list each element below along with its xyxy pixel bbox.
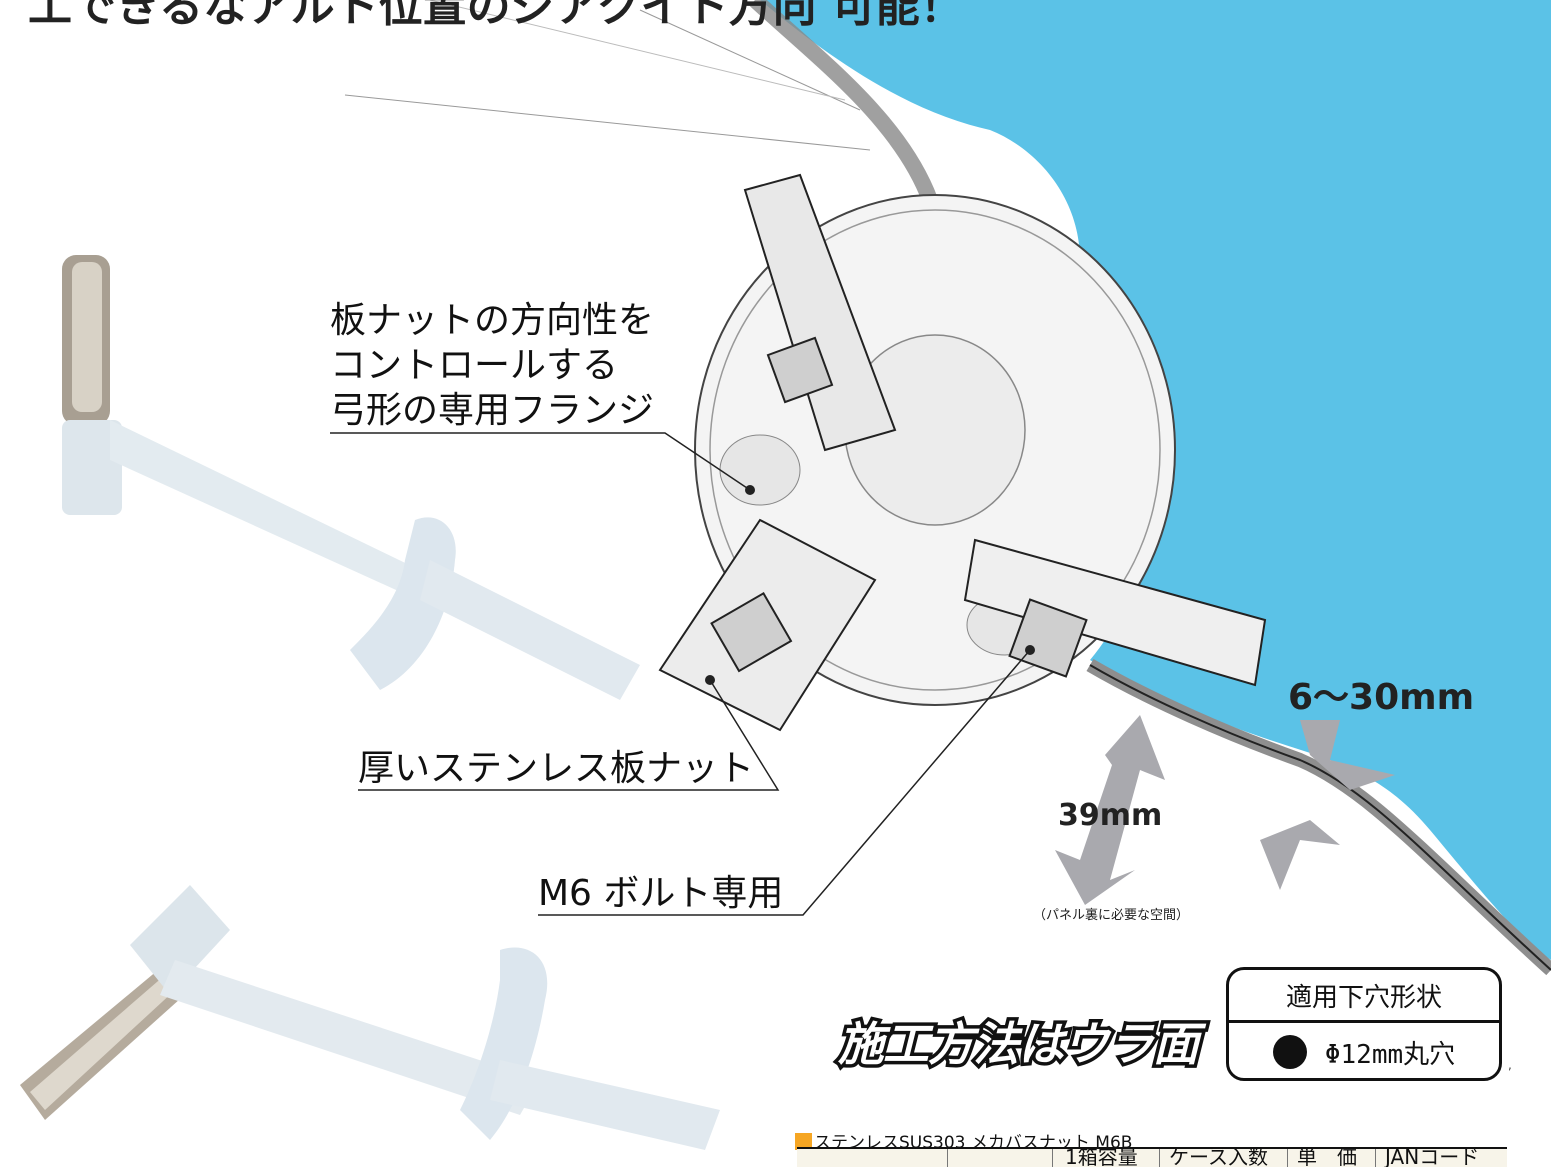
spec-table: 1箱容量 ケース入数 単 価 JANコード [797, 1147, 1507, 1167]
orange-square-icon [795, 1133, 812, 1150]
hole-shape-box: 適用下穴形状 Φ12mm丸穴 [1226, 967, 1502, 1081]
depth-arrow [1055, 715, 1165, 905]
thickness-arrow-top [1300, 720, 1395, 790]
bolt-leader [538, 649, 1031, 916]
table-divider [1375, 1149, 1376, 1167]
comma-mark: , [1508, 1058, 1512, 1072]
table-header-unit-price: 単 価 [1297, 1147, 1357, 1167]
panel-shape [760, 0, 1551, 960]
thickness-arrow-bottom [1260, 820, 1340, 890]
table-header-capacity: 1箱容量 [1065, 1147, 1138, 1167]
table-divider [947, 1149, 948, 1167]
flange-callout-line2: コントロールする [330, 345, 619, 386]
table-header-case-qty: ケース入数 [1169, 1147, 1268, 1167]
anchor-photo-lower [20, 885, 720, 1150]
anchor-photo-upper [62, 255, 640, 700]
table-divider [1159, 1149, 1160, 1167]
plate-nut-upper [743, 173, 897, 452]
panel-thickness-label: 6～30mm [1288, 677, 1475, 718]
table-divider [1052, 1149, 1053, 1167]
page-heading: 工できるなアルト位置のジアクイト方向 可能！ [28, 0, 964, 32]
bolt-callout: M6 ボルト専用 [538, 873, 784, 914]
hole-box-header: 適用下穴形状 [1229, 970, 1499, 1023]
plate-nut-right [963, 538, 1267, 687]
required-depth-label: 39mm [1058, 798, 1163, 833]
hole-box-value: Φ12mm丸穴 [1324, 1039, 1456, 1070]
flange-callout-line1: 板ナットの方向性を [330, 300, 655, 341]
depth-note: （パネル裏に必要な空間） [1033, 908, 1190, 923]
flange-callout-line3: 弓形の専用フランジ [330, 390, 655, 431]
method-title: 施工方法はウラ面 [835, 1014, 1203, 1075]
platenut-leader [358, 679, 780, 791]
round-hole-icon [1272, 1035, 1307, 1069]
table-divider [1287, 1149, 1288, 1167]
plate-nut-callout: 厚いステンレス板ナット [358, 748, 755, 789]
table-header-jan: JANコード [1385, 1147, 1480, 1167]
flange-leader [330, 432, 751, 491]
